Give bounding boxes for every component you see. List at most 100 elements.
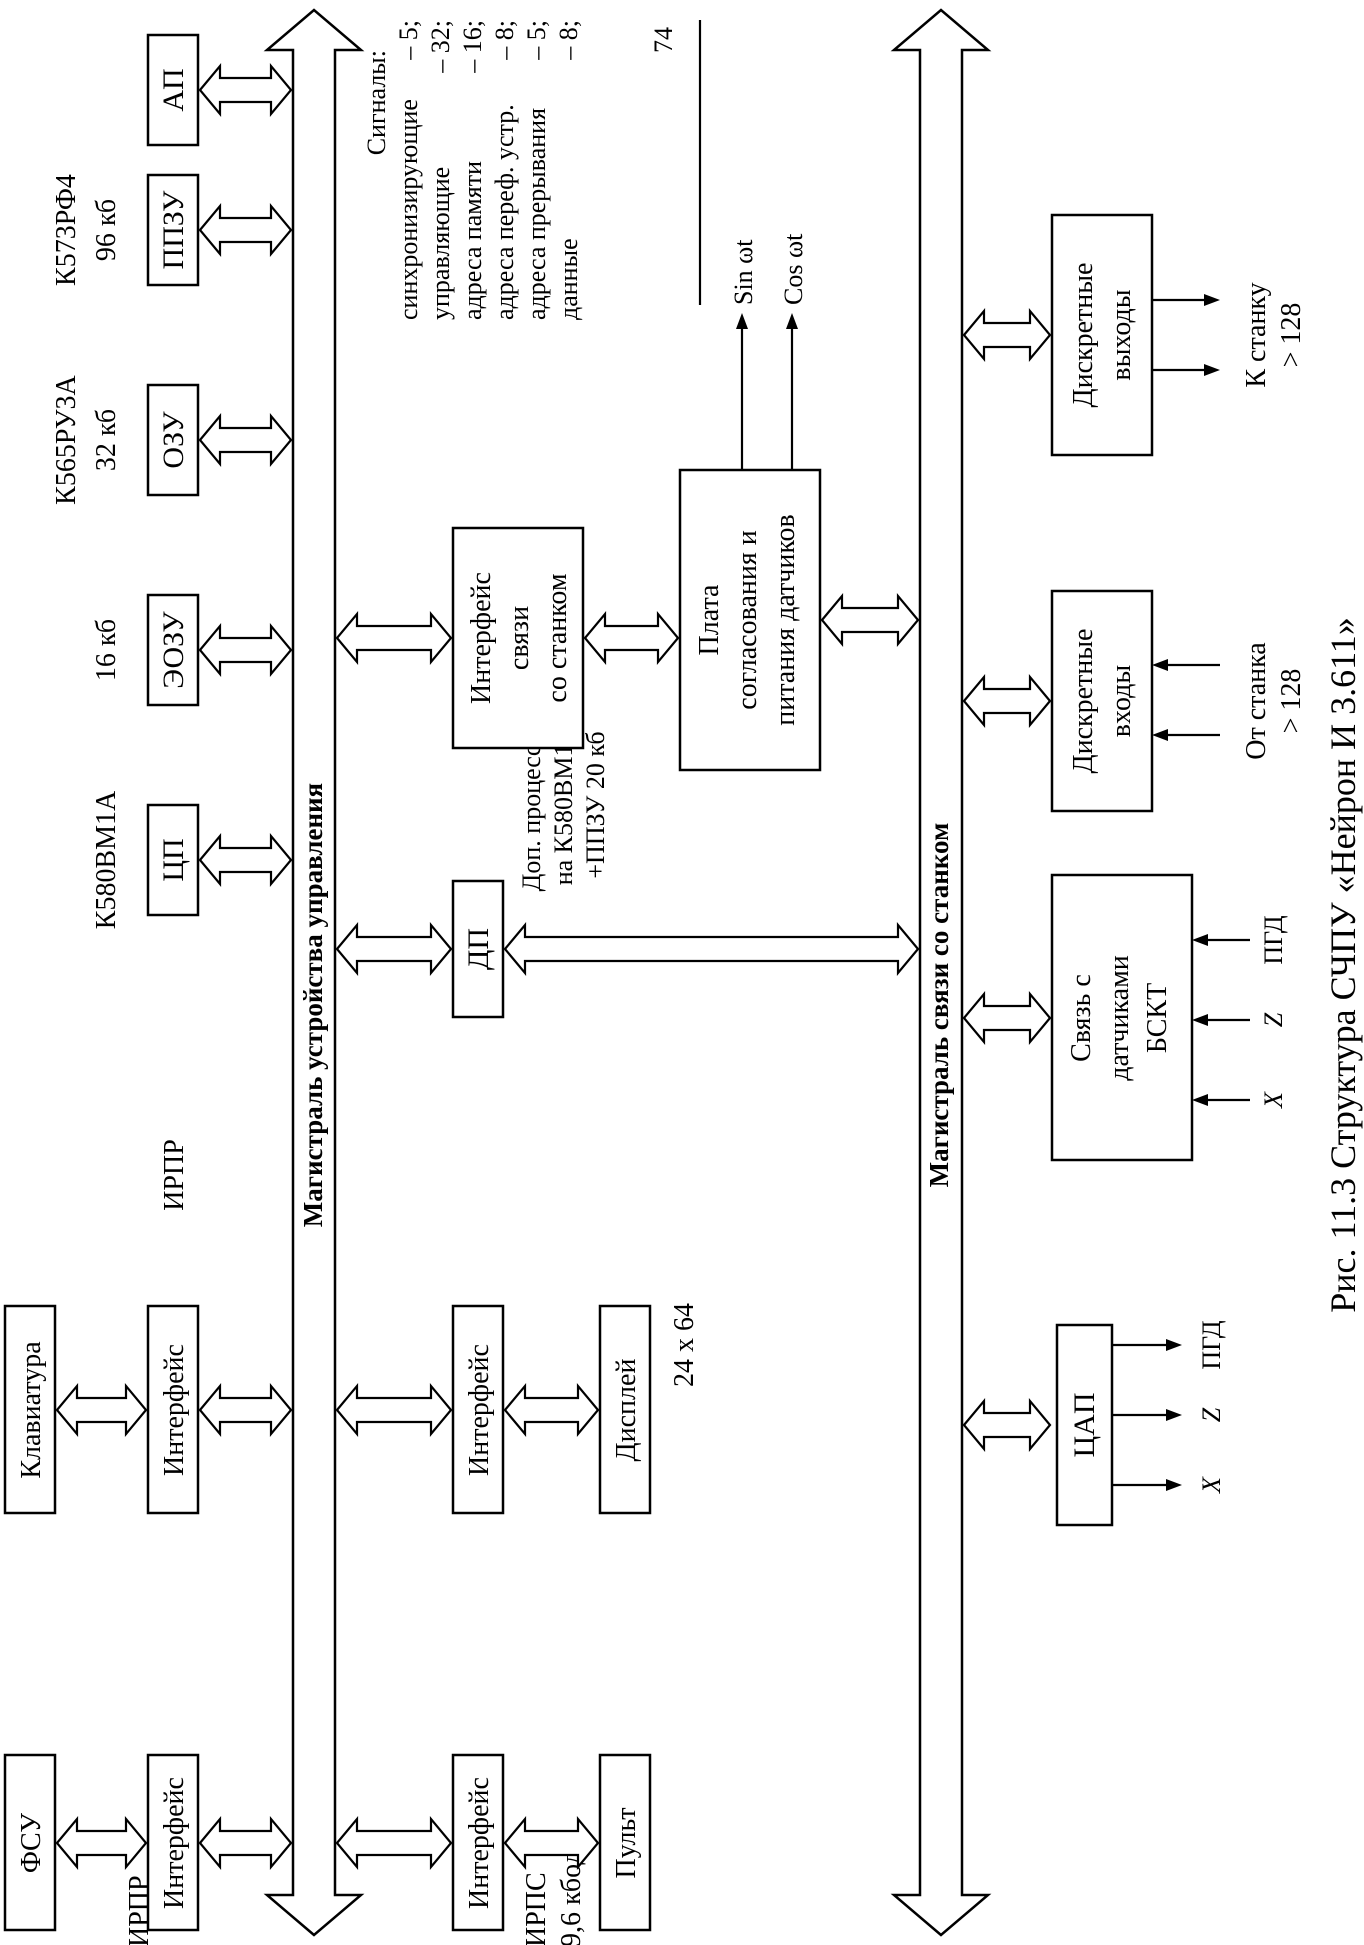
sensor-board-line3: питания датчиков xyxy=(770,514,801,725)
bskt-in-arrow-1-head xyxy=(1192,1014,1208,1026)
dp-block xyxy=(451,879,505,1019)
top-bus-arrow-0 xyxy=(198,1815,293,1871)
cpu-label: ЦП xyxy=(157,838,190,881)
buses-group xyxy=(263,8,992,1937)
dout-out-arrow-1-head xyxy=(1204,294,1220,306)
bskt-line2: датчиками xyxy=(1104,955,1135,1081)
ppzu-size-label: 96 кб xyxy=(91,199,122,261)
discrete-outputs-arrows xyxy=(1152,294,1220,376)
discrete-outputs-block xyxy=(1050,213,1154,457)
machine-iface-sensor-arrow xyxy=(583,610,680,666)
ppzu-block xyxy=(146,173,200,287)
bskt-block xyxy=(1050,873,1194,1162)
eozu-label: ЭОЗУ xyxy=(157,611,190,689)
bskt-in-arrow-2-head xyxy=(1192,934,1208,946)
dp-machine-bus-arrow xyxy=(503,921,920,977)
dac-label: ЦАП xyxy=(1068,1393,1101,1458)
irps-label-line2: 9,6 кбод xyxy=(556,1850,587,1945)
interface-label-4: Интерфейс xyxy=(464,1344,495,1476)
dp-note-line2: на К580ВМ1А xyxy=(549,725,578,886)
interface-block-4 xyxy=(451,1304,505,1515)
machine-interface-line3: со станком xyxy=(542,573,573,702)
machine-interface-line2: связи xyxy=(504,606,535,670)
signal-count-1: – 32; xyxy=(426,20,455,74)
machine-interface-line1: Интерфейс xyxy=(466,572,497,704)
interface-label-3: Интерфейс xyxy=(464,1777,495,1909)
top-bus-arrow-6 xyxy=(198,62,293,118)
control-bus-label: Магистраль устройства управления xyxy=(298,783,328,1227)
from-machine-line1: От станка xyxy=(1241,642,1272,760)
machine-bus-down-arrow-0 xyxy=(962,1397,1052,1453)
from-machine-line2: > 128 xyxy=(1276,669,1307,734)
discrete-inputs-line2: входы xyxy=(1106,665,1137,738)
cpu-chip-label: К580ВМ1А xyxy=(91,790,122,929)
remote-label: Пульт xyxy=(611,1808,642,1879)
fsu-block xyxy=(3,1753,57,1932)
dac-out-arrow-1-head xyxy=(1166,1409,1182,1421)
keyboard-block xyxy=(3,1304,57,1515)
interface-block-2 xyxy=(146,1304,200,1515)
signal-name-0: синхронизирующие xyxy=(394,99,423,320)
machine-interface-block xyxy=(451,526,585,750)
dp-note-line3: +ППЗУ 20 кб xyxy=(581,731,610,878)
discrete-inputs-arrows xyxy=(1152,659,1220,741)
control-bus-arrow xyxy=(263,8,365,1937)
dp-label: ДП xyxy=(462,928,495,970)
to-machine-line1: К станку xyxy=(1241,282,1272,387)
din-in-arrow-1-head xyxy=(1152,659,1168,671)
display-label: Дисплей xyxy=(611,1359,642,1462)
din-in-arrow-0-head xyxy=(1152,729,1168,741)
irpr-label-2: ИРПР xyxy=(159,1139,190,1211)
dac-out-arrow-0-head xyxy=(1166,1479,1182,1491)
signal-name-2: адреса памяти xyxy=(458,161,487,320)
figure-caption: Рис. 11.3 Структура СЧПУ «Нейрон И 3.611… xyxy=(1323,617,1363,1313)
machine-bus-arrow xyxy=(890,8,992,1937)
discrete-inputs-block xyxy=(1050,589,1154,813)
display-size-label: 24 х 64 xyxy=(669,1303,700,1387)
ozu-label: ОЗУ xyxy=(157,411,190,469)
eozu-size-label: 16 кб xyxy=(91,619,122,681)
interface-block-1 xyxy=(146,1753,200,1932)
double-arrows xyxy=(55,62,1052,1871)
machine-bus-down-arrow-2 xyxy=(962,673,1052,729)
machine-bus-label: Магистраль связи со станком xyxy=(924,823,954,1188)
bskt-in-arrow-0-head xyxy=(1192,1094,1208,1106)
dac-block xyxy=(1055,1323,1114,1527)
rotated-diagram-content: Магистраль устройства управления Магистр… xyxy=(3,8,1363,1945)
signal-name-1: управляющие xyxy=(426,167,455,320)
top-bus-arrow-3 xyxy=(198,622,293,678)
bskt-axis-label-0: X xyxy=(1259,1091,1288,1109)
control-bus-down-arrow-0 xyxy=(335,1815,453,1871)
sensor-machine-bus-arrow xyxy=(820,592,920,648)
bskt-axis-label-1: Z xyxy=(1259,1012,1288,1027)
ap-label: АП xyxy=(157,68,190,111)
signals-total: 74 xyxy=(649,27,678,53)
keyboard-label: Клавиатура xyxy=(16,1341,47,1479)
interface-label-1: Интерфейс xyxy=(159,1777,190,1909)
remote-block xyxy=(598,1753,652,1932)
display-block xyxy=(598,1304,652,1515)
interface-block-3 xyxy=(451,1753,505,1932)
fsu-label: ФСУ xyxy=(16,1813,47,1873)
signal-name-5: данные xyxy=(554,238,583,320)
machine-bus-down-arrow-3 xyxy=(962,307,1052,363)
signal-name-4: адреса прерывания xyxy=(522,108,551,320)
discrete-outputs-line2: выходы xyxy=(1106,289,1137,380)
top-bus-arrow-4 xyxy=(198,412,293,468)
discrete-inputs-line1: Дискретные xyxy=(1068,628,1099,773)
ppzu-label: ППЗУ xyxy=(157,190,190,270)
dac-out-arrow-2-head xyxy=(1166,1339,1182,1351)
signal-name-3: адреса переф. устр. xyxy=(490,104,519,320)
ppzu-chip-label: К573РФ4 xyxy=(51,174,82,286)
sensor-board-line2: согласования и xyxy=(732,530,763,709)
to-machine-line2: > 128 xyxy=(1276,303,1307,368)
ap-block xyxy=(146,33,200,147)
cpu-block xyxy=(146,803,200,917)
ozu-chip-label: К565РУ3А xyxy=(51,374,82,504)
dac-axis-label-2: ПГД xyxy=(1197,1320,1226,1370)
signal-count-3: – 8; xyxy=(490,20,519,61)
dac-axis-label-0: X xyxy=(1197,1476,1226,1494)
